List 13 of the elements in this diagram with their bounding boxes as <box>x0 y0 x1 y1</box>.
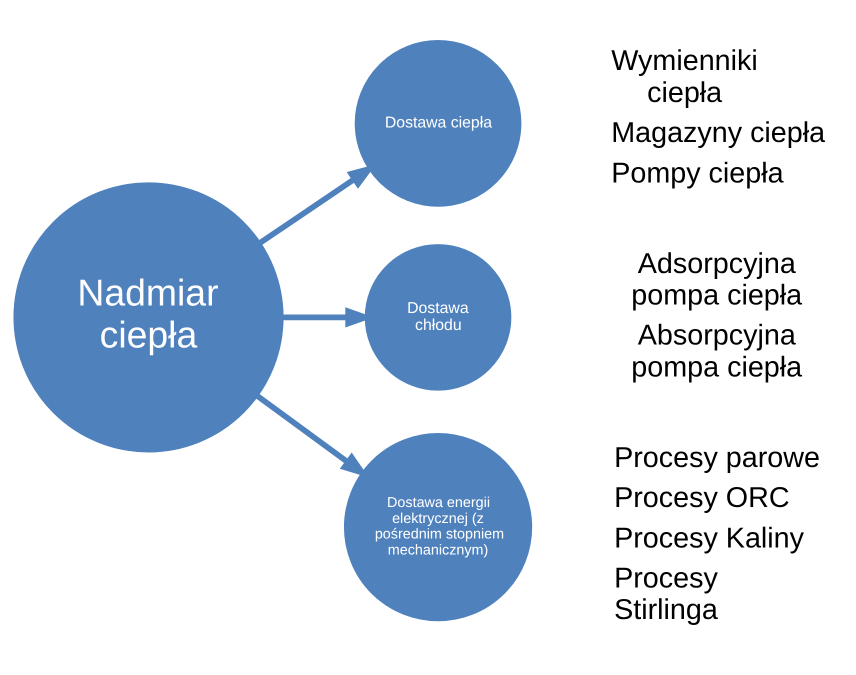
node-label: Procesy ORC <box>614 482 790 514</box>
node-label: Pompy ciepła <box>611 157 784 190</box>
node-circle: Dostawa ciepła <box>354 40 522 207</box>
node-label: Procesy Stirlinga <box>614 562 718 626</box>
node-circle: Dostawa energii elektrycznej (z pośrednim stopniem mechanicznym) <box>344 433 532 622</box>
node-label: Magazyny ciepła <box>611 117 826 150</box>
node-circle: Dostawa chłodu <box>364 244 512 391</box>
node-label: Wymienniki ciepła <box>611 45 758 109</box>
node-label: Procesy parowe <box>614 442 820 474</box>
node-label: Absorpcyjna pompa ciepła <box>631 320 802 384</box>
node-label: Adsorpcyjna pompa ciepła <box>631 248 802 312</box>
node-circle: Nadmiar ciepła <box>13 182 284 452</box>
node-label: Procesy Kaliny <box>614 522 804 554</box>
